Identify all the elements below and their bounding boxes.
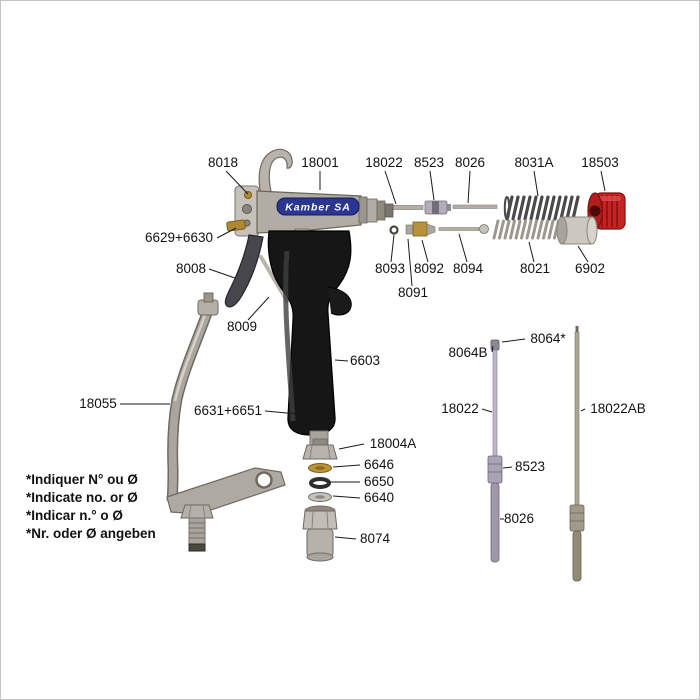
spring-8031A bbox=[503, 195, 580, 221]
footnote-en: *Indicate no. or Ø bbox=[26, 490, 138, 505]
fitting-8074 bbox=[302, 505, 338, 562]
part-label-18503: 18503 bbox=[581, 155, 619, 170]
rod-18022AB bbox=[572, 530, 582, 582]
needle-tip-18022AB bbox=[575, 326, 579, 333]
part-label-18022-right: 18022 bbox=[441, 401, 479, 416]
oring-6650 bbox=[309, 477, 331, 489]
rod-8094 bbox=[438, 224, 489, 234]
leader-lines bbox=[120, 170, 606, 540]
yoke-hole bbox=[255, 471, 273, 489]
needle-assembly-left bbox=[487, 339, 503, 563]
part-label-8094: 8094 bbox=[453, 261, 484, 276]
part-label-8008: 8008 bbox=[176, 261, 206, 276]
part-label-18055: 18055 bbox=[79, 396, 117, 411]
footnote-block: *Indiquer N° ou Ø *Indicate no. or Ø *In… bbox=[26, 472, 156, 541]
part-label-8074: 8074 bbox=[360, 531, 391, 546]
trigger-linkage-rod bbox=[259, 255, 289, 303]
fitting-8523-top bbox=[424, 200, 451, 215]
part-label-6902: 6902 bbox=[575, 261, 605, 276]
oring-8093 bbox=[389, 225, 399, 235]
part-label-6603: 6603 bbox=[350, 353, 380, 368]
gland-6629-6630 bbox=[226, 219, 246, 232]
piston-6902 bbox=[556, 216, 598, 245]
support-arm-18055 bbox=[166, 292, 286, 552]
needle-assembly-right bbox=[569, 326, 585, 582]
brand-plate bbox=[276, 197, 360, 216]
needle-shaft-18022 bbox=[492, 349, 498, 458]
part-label-18022AB: 18022AB bbox=[590, 401, 646, 416]
part-label-6640: 6640 bbox=[364, 490, 394, 505]
part-label-8091: 8091 bbox=[398, 285, 428, 300]
footnote-de: *Nr. oder Ø angeben bbox=[26, 526, 156, 541]
part-label-6646: 6646 bbox=[364, 457, 394, 472]
pin-8018 bbox=[244, 191, 252, 199]
part-label-18022-top: 18022 bbox=[365, 155, 403, 170]
brand-plate-text: Kamber SA bbox=[285, 202, 351, 214]
part-label-8064B: 8064B bbox=[448, 345, 487, 360]
valve-8092 bbox=[405, 221, 436, 237]
spring-8021 bbox=[492, 219, 560, 240]
needle-shaft-18022AB bbox=[574, 331, 580, 506]
bottom-stack bbox=[302, 438, 338, 562]
part-label-6631-6651: 6631+6651 bbox=[194, 403, 262, 418]
grip-thumb-rest bbox=[327, 286, 352, 316]
part-label-8026-right: 8026 bbox=[504, 511, 534, 526]
part-label-8523-right: 8523 bbox=[515, 459, 545, 474]
rod-8026-top bbox=[452, 204, 498, 209]
part-label-8092: 8092 bbox=[414, 261, 444, 276]
rod-8026-right bbox=[490, 482, 500, 563]
footnote-fr: *Indiquer N° ou Ø bbox=[26, 472, 138, 487]
callout-labels: 8018 18001 18022 8523 8026 8031A 18503 6… bbox=[79, 155, 646, 546]
handle-grip bbox=[259, 228, 352, 448]
part-label-8021: 8021 bbox=[520, 261, 550, 276]
part-label-18004A: 18004A bbox=[370, 436, 417, 451]
hanging-hook bbox=[258, 148, 293, 196]
gun-body: Kamber SA bbox=[226, 148, 394, 237]
arm-stud bbox=[188, 517, 206, 552]
part-label-6629-6630: 6629+6630 bbox=[145, 230, 213, 245]
fitting-18022AB bbox=[569, 504, 585, 532]
footnote-es: *Indicar n.° o Ø bbox=[26, 508, 123, 523]
arm-nut bbox=[180, 504, 214, 519]
part-label-8093: 8093 bbox=[375, 261, 405, 276]
washer-6640 bbox=[308, 492, 332, 502]
part-label-8523-top: 8523 bbox=[414, 155, 444, 170]
part-label-18001: 18001 bbox=[301, 155, 339, 170]
fitting-8523-right bbox=[487, 455, 503, 484]
nut-18004A bbox=[302, 438, 338, 460]
part-label-8009: 8009 bbox=[227, 319, 257, 334]
part-label-6650: 6650 bbox=[364, 474, 394, 489]
trigger-8008 bbox=[224, 234, 264, 308]
part-label-8031A: 8031A bbox=[514, 155, 553, 170]
part-label-8064-star: 8064* bbox=[530, 331, 566, 346]
grip-6603 bbox=[267, 230, 352, 436]
washer-6646 bbox=[308, 463, 332, 473]
valve-row-parts bbox=[389, 216, 598, 245]
part-label-8018: 8018 bbox=[208, 155, 238, 170]
part-label-8026-top: 8026 bbox=[455, 155, 485, 170]
